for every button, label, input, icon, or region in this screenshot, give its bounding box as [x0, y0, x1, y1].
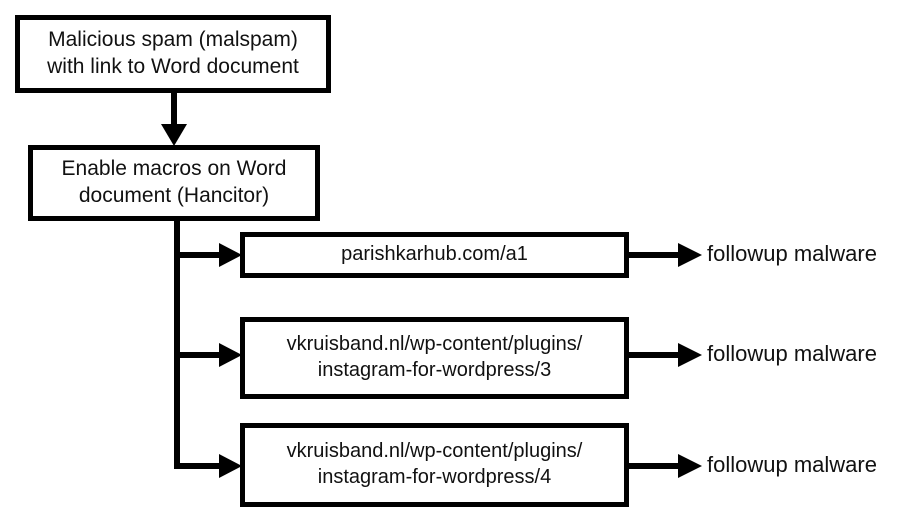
node-macros-line1: Enable macros on Word	[61, 157, 287, 181]
outcome-label-3: followup malware	[707, 452, 877, 477]
arrowhead-right-icon	[678, 343, 702, 367]
outcome-label-2: followup malware	[707, 341, 877, 366]
node-url2-line1: vkruisband.nl/wp-content/plugins/	[286, 333, 583, 356]
node-url2-line2: instagram-for-wordpress/3	[317, 359, 552, 381]
node-url1-line1: parishkarhub.com/a1	[341, 243, 528, 266]
node-enable-macros: Enable macros on Word document (Hancitor…	[28, 145, 320, 221]
node-url-1: parishkarhub.com/a1	[240, 232, 629, 278]
node-macros-line2: document (Hancitor)	[78, 184, 270, 207]
node-malspam: Malicious spam (malspam) with link to Wo…	[15, 15, 331, 93]
node-url-2: vkruisband.nl/wp-content/plugins/ instag…	[240, 317, 629, 399]
arrowhead-right-icon	[678, 243, 702, 267]
arrowhead-down-icon	[161, 124, 187, 146]
node-malspam-line1: Malicious spam (malspam)	[48, 28, 298, 52]
arrowhead-right-icon	[678, 454, 702, 478]
node-url3-line2: instagram-for-wordpress/4	[317, 466, 552, 488]
arrowhead-right-icon	[219, 243, 242, 267]
node-url-3: vkruisband.nl/wp-content/plugins/ instag…	[240, 423, 629, 507]
arrowhead-right-icon	[219, 343, 242, 367]
arrowhead-right-icon	[219, 454, 242, 478]
node-url3-line1: vkruisband.nl/wp-content/plugins/	[286, 440, 583, 463]
node-malspam-line2: with link to Word document	[47, 55, 299, 78]
outcome-label-1: followup malware	[707, 241, 877, 266]
